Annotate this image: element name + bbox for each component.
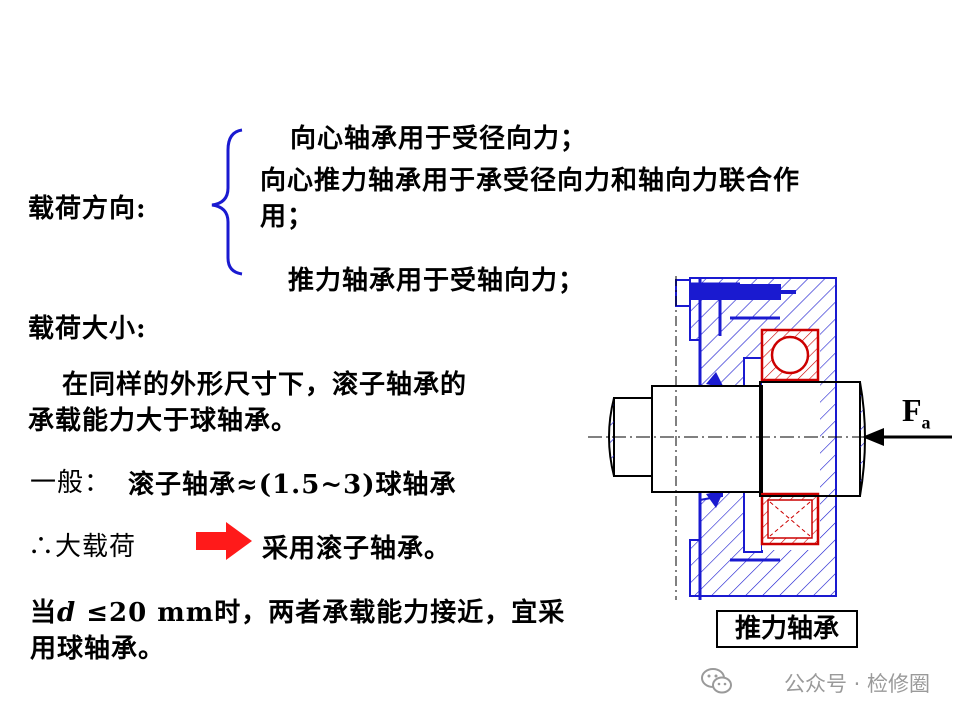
radial-thrust-text-2: 用； bbox=[260, 202, 315, 232]
bolt bbox=[675, 279, 796, 307]
curly-brace bbox=[211, 128, 243, 276]
therefore-text: ∴大载荷 bbox=[28, 532, 137, 562]
load-size-line-1: 在同样的外形尺寸下，滚子轴承的 bbox=[62, 370, 468, 400]
radial-thrust-text-1: 向心推力轴承用于承受径向力和轴向力联合作 bbox=[260, 166, 801, 196]
small-size-line-1: 当d ≤20 mm时，两者承载能力接近，宜采 bbox=[30, 592, 565, 629]
diagram-caption: 推力轴承 bbox=[716, 610, 858, 648]
diameter-symbol: d bbox=[57, 598, 77, 628]
shaft bbox=[613, 381, 861, 497]
watermark-text: 公众号 · 检修圈 bbox=[783, 672, 930, 696]
general-prefix: 一般： bbox=[30, 468, 112, 498]
radial-bearing-text: 向心轴承用于受径向力； bbox=[290, 124, 588, 154]
seal-top bbox=[706, 372, 724, 388]
small-size-rest: ≤20 mm时，两者承载能力接近，宜采 bbox=[76, 598, 566, 628]
small-size-line-2: 用球轴承。 bbox=[30, 634, 166, 664]
wechat-icon bbox=[701, 668, 732, 694]
load-size-line-2: 承载能力大于球轴承。 bbox=[28, 406, 299, 436]
therefore-result: 采用滚子轴承。 bbox=[262, 534, 452, 564]
general-text: 滚子轴承≈(1.5~3)球轴承 bbox=[128, 470, 457, 500]
seal-bottom bbox=[706, 490, 724, 508]
force-arrow bbox=[862, 428, 952, 446]
small-size-prefix: 当 bbox=[30, 598, 58, 628]
red-arrow-icon bbox=[196, 522, 252, 560]
bearing-rings bbox=[760, 328, 820, 546]
load-size-label: 载荷大小: bbox=[28, 314, 147, 344]
load-direction-label: 载荷方向: bbox=[28, 194, 147, 224]
axial-force-label: Fa bbox=[902, 392, 931, 433]
thrust-bearing-text: 推力轴承用于受轴向力； bbox=[288, 266, 586, 296]
